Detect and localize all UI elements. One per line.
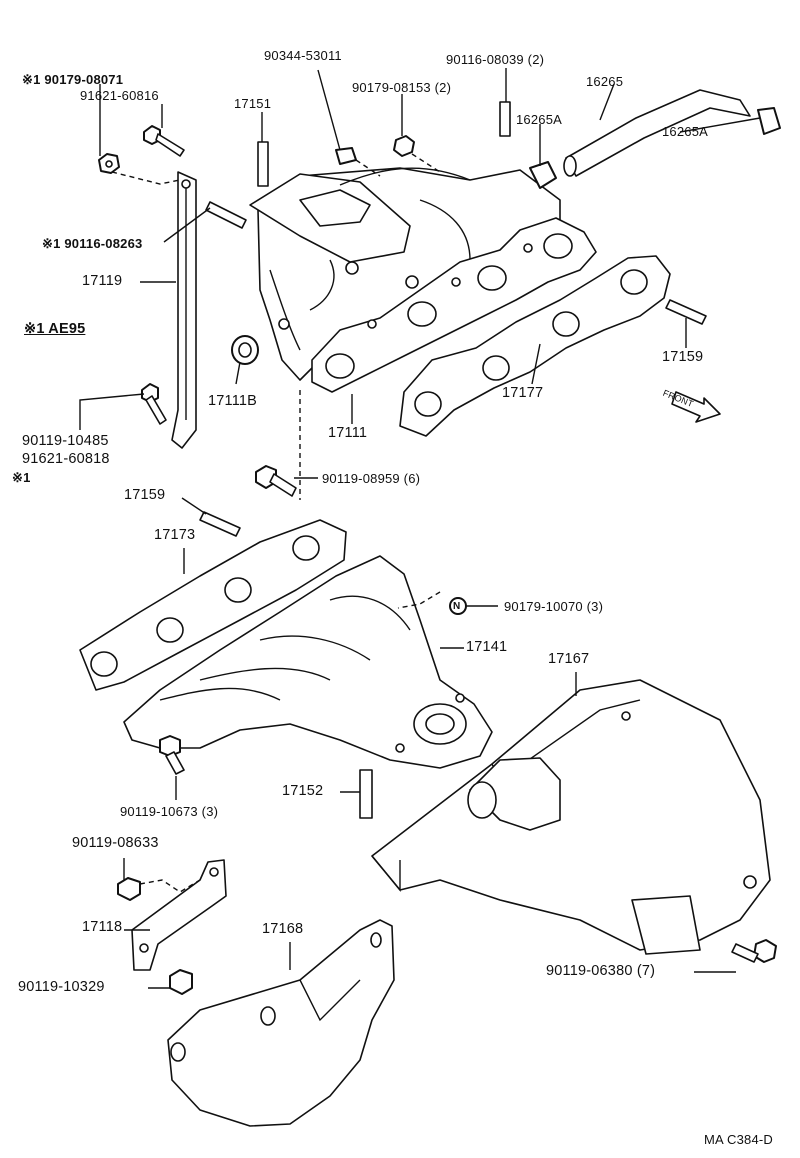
nut-90179-08071-illustration (98, 153, 120, 174)
label-90119-08959: 90119-08959 (6) (322, 471, 421, 486)
label-17159-lower: 17159 (124, 487, 166, 503)
stud-17159-lower-illustration (199, 511, 241, 537)
leader-lines (79, 68, 761, 989)
stud-17159-upper-illustration (665, 299, 707, 325)
clamp-16265a-illustration (529, 107, 781, 189)
label-17167: 17167 (548, 651, 590, 667)
label-90179-08153: 90179-08153 (2) (352, 80, 452, 95)
bracket-17118-illustration (131, 859, 227, 971)
label-90344-53011: 90344-53011 (264, 48, 342, 63)
bolt-91621-60816-illustration (143, 125, 185, 157)
label-90116-08039: 90116-08039 (2) (446, 52, 545, 67)
label-17177: 17177 (502, 385, 544, 401)
label-16265a-upper: 16265A (516, 112, 563, 127)
label-90119-08633: 90119-08633 (72, 835, 159, 851)
label-ae95-note: ※1 AE95 (24, 321, 86, 337)
label-17141: 17141 (466, 639, 508, 655)
diagram-code: MA C384-D (704, 1132, 773, 1147)
label-90116-08263: ※1 90116-08263 (42, 236, 143, 251)
label-16265a-lower: 16265A (662, 124, 709, 139)
label-90179-08071: ※1 90179-08071 (22, 72, 124, 87)
label-90119-10485: 90119-10485 (22, 433, 109, 449)
exhaust-manifold-17141-illustration (123, 555, 493, 769)
label-90119-10329: 90119-10329 (18, 979, 105, 995)
label-17111b: 17111B (208, 393, 258, 409)
label-n-mark: N (453, 601, 461, 612)
gasket-17173-illustration (79, 519, 347, 691)
label-90119-10673: 90119-10673 (3) (120, 804, 219, 819)
front-arrow-icon (671, 391, 721, 423)
nut-90179-08153-illustration (393, 135, 415, 157)
intake-manifold-17111-illustration (249, 167, 597, 393)
gasket-17111b-illustration (231, 335, 259, 365)
label-91621-60816: 91621-60816 (80, 88, 159, 103)
label-17111: 17111 (328, 425, 368, 441)
stay-17119-illustration (171, 171, 197, 449)
label-17159-upper: 17159 (662, 349, 704, 365)
label-90119-06380: 90119-06380 (7) (546, 963, 656, 979)
bolt-90119-10329-illustration (169, 969, 193, 995)
label-90179-10070: 90179-10070 (3) (504, 599, 604, 614)
stud-17152-illustration (359, 769, 373, 819)
stud-17151-illustration (257, 141, 269, 187)
label-17151: 17151 (234, 96, 272, 111)
label-17118: 17118 (82, 919, 123, 935)
bolt-90119-08633-illustration (117, 877, 141, 901)
label-17119: 17119 (82, 273, 123, 289)
stud-90116-08039-illustration (499, 101, 511, 137)
hose-16265-illustration (563, 89, 751, 177)
heat-insulator-17167-illustration (371, 679, 771, 955)
label-91621-60818: 91621-60818 (22, 451, 110, 467)
bolt-90119-10673-illustration (159, 735, 185, 775)
label-17173: 17173 (154, 527, 196, 543)
stud-90116-08263-illustration (205, 201, 247, 229)
bolt-90119-06380-illustration (731, 939, 777, 963)
label-note-mark: ※1 (12, 470, 31, 485)
plug-90344-53011-illustration (335, 147, 357, 165)
heat-insulator-17168-illustration (167, 919, 395, 1127)
bolt-90119-08959-illustration (255, 465, 297, 497)
bolt-90119-10485-illustration (141, 383, 167, 425)
label-17152: 17152 (282, 783, 324, 799)
label-17168: 17168 (262, 921, 304, 937)
gasket-17177-illustration (399, 255, 671, 437)
label-16265: 16265 (586, 74, 624, 89)
